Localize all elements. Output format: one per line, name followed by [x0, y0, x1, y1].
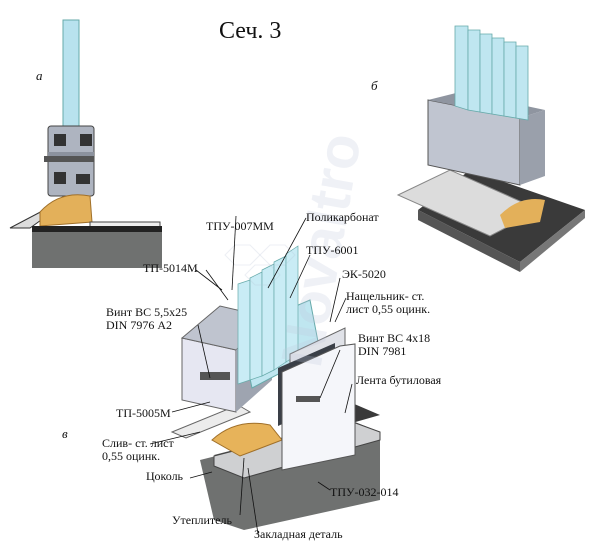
screw-v1: [200, 372, 230, 380]
concrete-a: [32, 232, 162, 268]
insulation-a: [39, 194, 93, 227]
label-nashchelnik: Нащельник- ст. лист 0,55 оцинк.: [346, 289, 431, 316]
leader-lines: [149, 215, 353, 535]
hexagon-watermark: [224, 244, 296, 286]
gasket-a-left: [54, 134, 66, 146]
label-vint-5-5x25: Винт ВС 5,5х25 DIN 7976 А2: [106, 305, 188, 332]
label-sliv: Слив- ст. лист 0,55 оцинк.: [102, 436, 174, 463]
panel-v-3d: [170, 244, 381, 530]
label-tp5005: ТП-5005М: [116, 406, 171, 420]
label-zakladnaya: Закладная деталь: [254, 527, 343, 541]
label-tsokol: Цоколь: [146, 469, 184, 483]
flashing-v: [170, 404, 252, 439]
gasket-a-lower: [54, 172, 66, 184]
panel-label-b: б: [371, 78, 378, 93]
membrane-a: [32, 226, 162, 232]
screw-a: [44, 156, 94, 162]
label-tpu007: ТПУ-007ММ: [206, 219, 274, 233]
polycarbonate-v-ribs: [237, 245, 299, 385]
section-title: Сеч. 3: [219, 18, 282, 44]
panel-a-section: [9, 19, 162, 268]
insulation-v: [211, 422, 283, 457]
label-uteplitel: Утеплитель: [172, 513, 232, 527]
label-ek5020: ЭК-5020: [342, 267, 386, 281]
label-tpu6001: ТПУ-6001: [306, 243, 359, 257]
insulation-b: [500, 199, 545, 228]
nashchelnik-v: [281, 343, 356, 471]
label-polycarbonate: Поликарбонат: [306, 210, 379, 224]
polycarbonate-sheet-a: [62, 19, 80, 133]
panel-b-3d: [396, 25, 585, 272]
panel-label-a: а: [36, 68, 43, 83]
label-tp5014: ТП-5014М: [143, 261, 198, 275]
gasket-a-right: [80, 134, 92, 146]
panel-label-v: в: [62, 426, 68, 441]
label-lenta: Лента бутиловая: [356, 373, 442, 387]
polycarbonate-b: [454, 25, 529, 121]
gasket-a-lower2: [76, 174, 90, 184]
screw-v2: [296, 396, 320, 402]
slab-b-side: [418, 210, 520, 272]
profile-b-side: [520, 110, 545, 185]
slab-b-side2: [520, 210, 585, 272]
label-tpu032: ТПУ-032-014: [330, 485, 399, 499]
label-vint-4x18: Винт ВС 4х18 DIN 7981: [358, 331, 431, 358]
